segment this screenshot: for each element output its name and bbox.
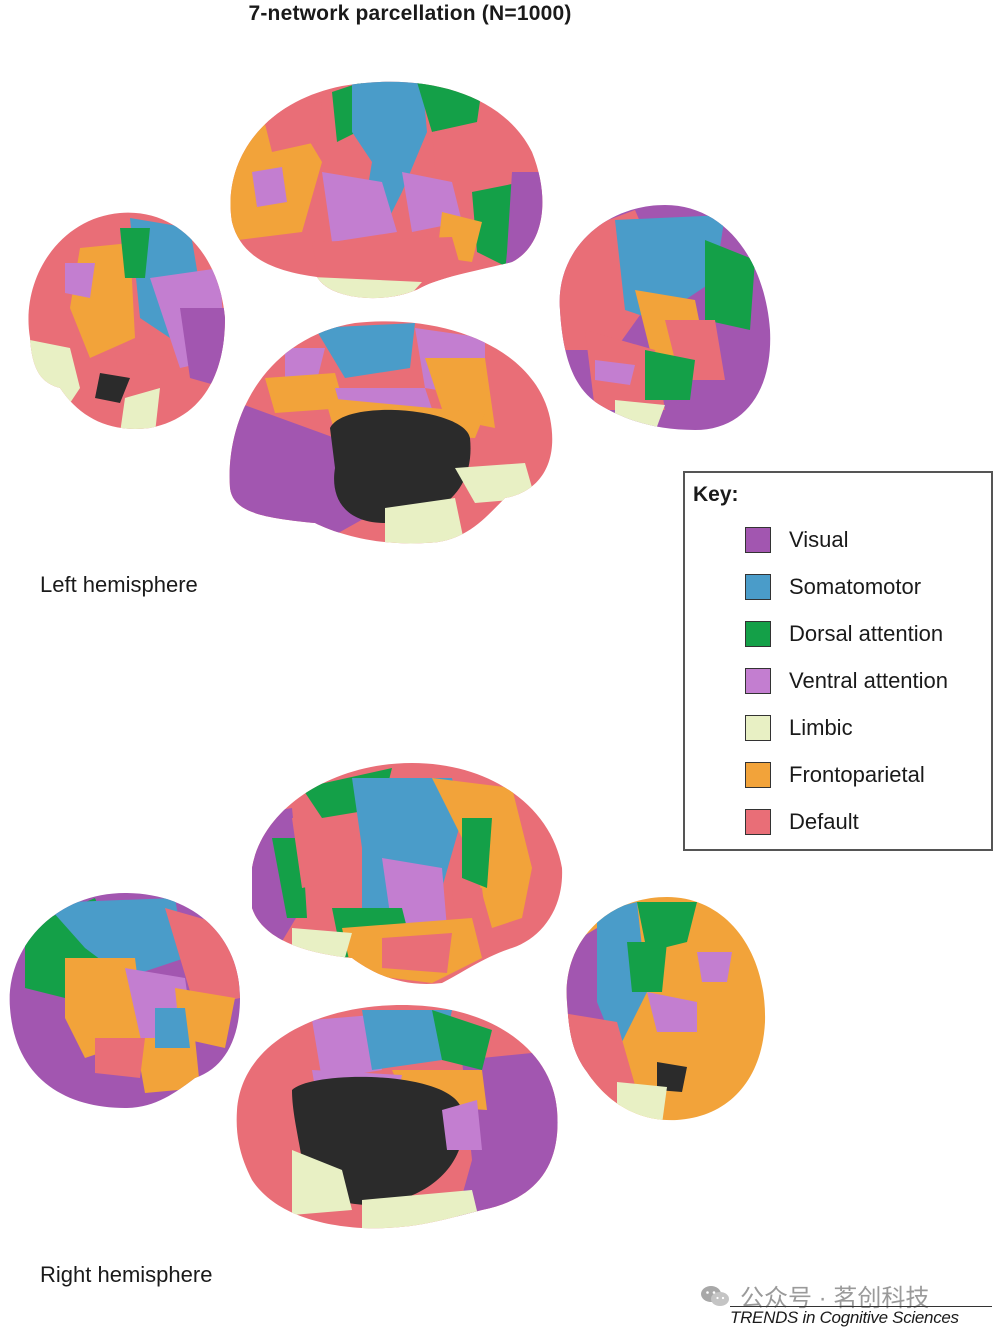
legend-swatch (745, 715, 771, 741)
legend-label: Frontoparietal (789, 762, 925, 787)
legend-label: Somatomotor (789, 574, 922, 599)
legend-label: Default (789, 809, 859, 834)
legend-item-visual: Visual (745, 525, 849, 555)
right-medial-view (232, 1000, 562, 1232)
left-posterior-view (555, 200, 773, 432)
wechat-icon (701, 1285, 729, 1306)
right-posterior-view (5, 888, 243, 1110)
figure-title: 7-network parcellation (N=1000) (248, 2, 572, 25)
legend-item-frontoparietal: Frontoparietal (745, 760, 925, 790)
right-lateral-view (232, 758, 564, 988)
right-anterior-view (557, 892, 769, 1124)
legend: Key: Visual Somatomotor Dorsal attention… (683, 471, 993, 851)
legend-label: Ventral attention (789, 668, 949, 693)
legend-label: Visual (789, 527, 849, 552)
legend-swatch (745, 668, 771, 694)
legend-swatch (745, 527, 771, 553)
legend-swatch (745, 621, 771, 647)
legend-swatch (745, 574, 771, 600)
watermark: 公众号 · 茗创科技 (700, 1278, 929, 1313)
right-hemisphere-label: Right hemisphere (40, 1262, 213, 1287)
legend-label: Dorsal attention (789, 621, 944, 646)
legend-swatch (745, 809, 771, 835)
legend-swatch (745, 762, 771, 788)
legend-item-default: Default (745, 807, 859, 837)
watermark-text: 公众号 · 茗创科技 (740, 1285, 930, 1312)
source-credit: TRENDS in Cognitive Sciences (730, 1306, 992, 1328)
legend-label: Limbic (789, 715, 853, 740)
left-medial-view (225, 318, 555, 546)
left-hemisphere-label: Left hemisphere (40, 572, 198, 597)
legend-title: Key: (693, 483, 739, 506)
left-lateral-view (222, 72, 550, 304)
legend-item-somatomotor: Somatomotor (745, 572, 921, 602)
left-anterior-view (20, 208, 225, 433)
legend-item-limbic: Limbic (745, 713, 853, 743)
legend-item-dorsal-attention: Dorsal attention (745, 619, 943, 649)
legend-item-ventral-attention: Ventral attention (745, 666, 948, 696)
